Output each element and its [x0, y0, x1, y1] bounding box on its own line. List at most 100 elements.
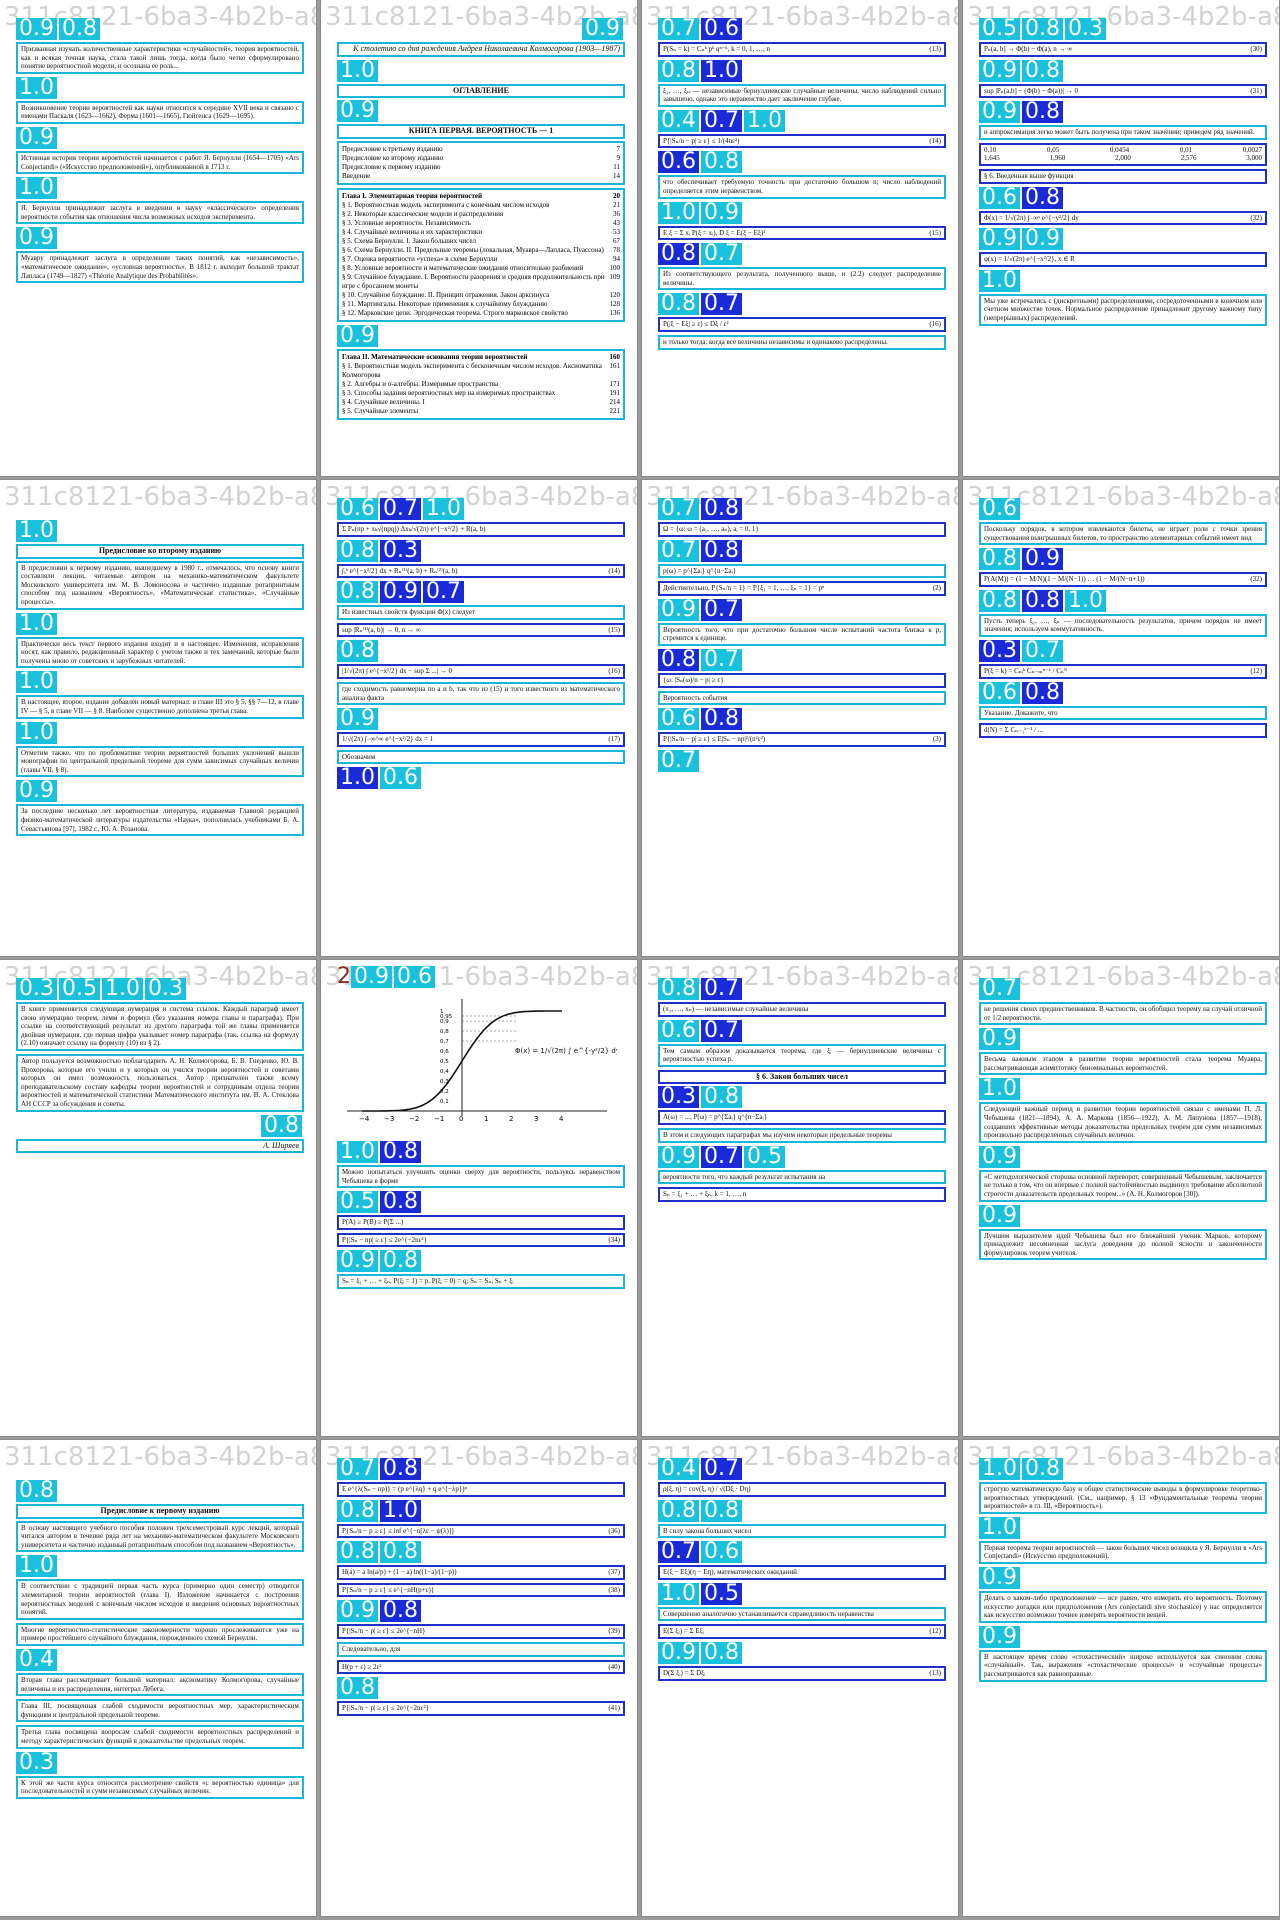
formula-block: (15)sup |Rₙ⁽¹⁾(a, b)| → 0, n → ∞	[337, 622, 625, 638]
y-tick-label: 0,5	[440, 1059, 449, 1065]
score-label: 2	[337, 964, 351, 989]
score-label: 0.8	[337, 1499, 378, 1522]
formula-block: d(N) = Σ Cₙ₋₁ᵏ⁻¹ / ...	[979, 723, 1267, 738]
page-formulas-e: 311c8121-6ba3-4b2b-a8d8-... 0.6 Поскольк…	[962, 479, 1280, 957]
score-label: 0.8	[658, 243, 699, 266]
y-tick-label: 0,6	[440, 1049, 449, 1055]
score-label: 0.9	[979, 1625, 1020, 1648]
page-toc: 311c8121-6ba3-4b2b-a8d8-... 0.9 К столет…	[320, 0, 638, 477]
author-signature: А. Ширяев	[16, 1138, 304, 1154]
score-label: 0.9	[351, 966, 392, 988]
x-tick-label: −2	[409, 1115, 419, 1123]
score-label: 0.7	[658, 539, 699, 562]
text-block: что обеспечивает требуемую точность при …	[658, 175, 946, 199]
formula-block: (30)Pₙ(a, b] → Φ(b) − Φ(a), n → ∞	[979, 42, 1267, 57]
toc-chapter-title[interactable]: Глава II. Математические основания теори…	[342, 352, 620, 361]
score-label: 0.6	[701, 1541, 742, 1564]
toc-chapter-title[interactable]: Глава I. Элементарная теория вероятносте…	[342, 191, 620, 200]
toc-entry[interactable]: § 8. Условные вероятности и математическ…	[342, 263, 620, 272]
score-label: 0.6	[380, 767, 421, 790]
score-label: 0.7	[658, 498, 699, 520]
preface-heading: Предисловие ко второму изданию	[16, 544, 304, 559]
formula-block: (15)E ξ = Σ xᵢ P(ξ = xᵢ), D ξ = E(ξ − Eξ…	[658, 225, 946, 241]
formula-block: (17)1/√(2π) ∫₋∞^∞ e^{−x²/2} dx = 1	[337, 732, 625, 747]
score-label: 0.8	[1022, 18, 1063, 40]
score-label: 0.8	[337, 581, 378, 604]
formula-block: (36)P{Sₙ/n − p ≥ ε} ≤ inf e^{−n[λε − ψ(λ…	[337, 1523, 625, 1539]
formula-block: (13)D(Σ ξᵢ) = Σ Dξᵢ	[658, 1665, 946, 1681]
toc-entry[interactable]: § 1. Вероятностная модель эксперимента с…	[342, 361, 620, 379]
toc-entry[interactable]: § 2. Некоторые классические модели и рас…	[342, 209, 620, 218]
text-block: не решения своих предшественников. В час…	[979, 1002, 1267, 1026]
score-label: 1.0	[979, 1458, 1020, 1480]
toc-entry[interactable]: § 6. Схема Бернулли. II. Предельные теор…	[342, 245, 620, 254]
text-block: Муавру принадлежит заслуга в определении…	[16, 251, 304, 284]
score-label: 0.6	[658, 708, 699, 731]
toc-entry[interactable]: § 12. Марковские цепи. Эргодическая теор…	[342, 308, 620, 317]
score-label: 0.8	[16, 1480, 57, 1502]
score-label: 0.8	[1022, 681, 1063, 704]
score-label: 0.8	[337, 640, 378, 663]
score-label: 1.0	[16, 612, 57, 635]
book-title: КНИГА ПЕРВАЯ. ВЕРОЯТНОСТЬ — 1	[337, 124, 625, 139]
page-content: 0.9 К столетию со дня рождения Андрея Ни…	[337, 18, 625, 466]
formula-block: φ(x) = 1/√(2π) e^{−x²/2}, x ∈ R	[979, 252, 1267, 267]
score-label: 1.0	[979, 269, 1020, 292]
score-label: 0.8	[380, 1191, 421, 1214]
toc-entry[interactable]: § 10. Случайное блуждание. II. Принцип о…	[342, 290, 620, 299]
text-block: Многие вероятностно-статистические закон…	[16, 1622, 304, 1646]
y-tick-label: 0,95	[440, 1014, 453, 1020]
formula-block: (16)P(|ξ − Eξ| ≥ ε) ≤ Dξ / ε²	[658, 317, 946, 332]
toc-entry[interactable]: § 7. Оценка вероятности «успеха» в схеме…	[342, 254, 620, 263]
guide-lines	[462, 1015, 517, 1042]
score-label: 0.9	[16, 126, 57, 149]
toc-title: ОГЛАВЛЕНИЕ	[337, 83, 625, 99]
x-tick-label: 3	[534, 1115, 538, 1123]
text-block: Я. Бернулли принадлежит заслуга в введен…	[16, 201, 304, 225]
x-tick-label: −4	[359, 1115, 370, 1123]
text-block: Обозначим	[337, 749, 625, 765]
score-label: 1.0	[1065, 589, 1106, 612]
toc-entry[interactable]: § 2. Алгебры и σ-алгебры. Измеримые прос…	[342, 379, 620, 388]
score-label: 0.6	[979, 498, 1020, 520]
score-label: 0.8	[701, 151, 742, 174]
formula-block: (14)∫ₐᵇ e^{−x²/2} dx + Rₙ⁽¹⁾(a, b) + Rₙ⁽…	[337, 563, 625, 579]
toc-entry[interactable]: § 9. Случайное блуждание. I. Вероятности…	[342, 272, 620, 290]
text-block: строгую математическую базу и общее стат…	[979, 1482, 1267, 1514]
page-content: 1.0 Предисловие ко второму изданию В пре…	[16, 520, 304, 946]
toc-entry[interactable]: § 3. Условные вероятности. Независимость…	[342, 218, 620, 227]
score-label: 1.0	[423, 498, 464, 520]
page-formulas-f: 311c8121-6ba3-4b2b-a8d8-... 0.80.7 (x₁, …	[641, 959, 959, 1437]
score-label: 0.6	[701, 18, 742, 40]
text-block: Вероятность события	[658, 690, 946, 706]
text-block: Третья глава посвящена вопросам слабой с…	[16, 1725, 304, 1749]
text-block: В настоящее время слово «стохастический»…	[979, 1649, 1267, 1682]
score-label: 0.8	[701, 1641, 742, 1664]
formula-block: A(ω) = ..., P(ω) = p^{Σaᵢ} q^{n−Σaᵢ}	[658, 1110, 946, 1125]
x-tick-label: 1	[484, 1115, 488, 1123]
toc-entry[interactable]: § 11. Мартингалы. Некоторые применения к…	[342, 299, 620, 308]
page-stochastic: 311c8121-6ba3-4b2b-a8d8-... 1.00.8 строг…	[962, 1439, 1280, 1917]
toc-entry[interactable]: § 3. Способы задания вероятностных мер н…	[342, 388, 620, 397]
score-label: 1.0	[658, 1582, 699, 1605]
toc-entry[interactable]: § 4. Случайные величины и их характерист…	[342, 227, 620, 236]
text-block: Первая теорема теории вероятностей — зак…	[979, 1540, 1267, 1564]
toc-entry[interactable]: § 5. Схема Бернулли. I. Закон больших чи…	[342, 236, 620, 245]
toc-entry[interactable]: § 1. Вероятностная модель эксперимента с…	[342, 200, 620, 209]
page-formulas-a: 311c8121-6ba3-4b2b-a8d8-... 0.70.6 (13)P…	[641, 0, 959, 477]
page-preface-end: 311c8121-6ba3-4b2b-a8d8-... 0.30.51.00.3…	[0, 959, 317, 1437]
formula-block: Ω = {ω: ω = (a₁, …, aₙ), aᵢ = 0, 1}	[658, 522, 946, 537]
